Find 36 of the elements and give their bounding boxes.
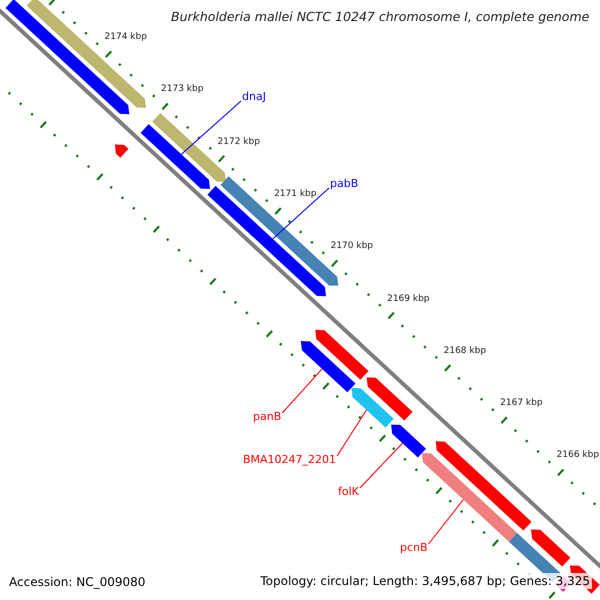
- gene-feature: [315, 330, 368, 380]
- scale-label: 2168 kbp: [444, 346, 486, 356]
- leader-line: [428, 499, 464, 544]
- gene-label: panB: [253, 410, 282, 423]
- scale-label: 2166 kbp: [556, 450, 600, 460]
- leader-line: [180, 100, 242, 155]
- gene-feature: [422, 453, 517, 542]
- leader-line: [359, 442, 403, 488]
- gene-feature: [300, 341, 356, 392]
- genome-stats: Topology: circular; Length: 3,495,687 bp; Genes: 3,325: [258, 573, 592, 589]
- gene-feature: [436, 441, 532, 530]
- gene-label: pcnB: [400, 541, 428, 554]
- gene-label: BMA10247_2201: [243, 453, 336, 466]
- gene-feature: [366, 377, 412, 420]
- scale-label: 2171 kbp: [274, 189, 316, 200]
- gene-label: dnaJ: [242, 90, 266, 103]
- scale-label: 2170 kbp: [330, 241, 373, 252]
- gene-label: pabB: [330, 177, 358, 190]
- scale-label: 2173 kbp: [161, 84, 204, 94]
- leader-line: [336, 409, 367, 456]
- scale-label: 2174 kbp: [104, 32, 147, 42]
- gene-feature: [391, 424, 426, 458]
- leader-line: [272, 188, 330, 240]
- scale-label: 2172 kbp: [218, 136, 260, 147]
- gene-feature: [207, 186, 326, 296]
- scale-label: 2169 kbp: [387, 294, 430, 304]
- leader-line: [282, 368, 323, 414]
- gene-feature: [140, 124, 210, 189]
- gene-label: folK: [338, 485, 359, 498]
- scale-label: 2167 kbp: [500, 398, 543, 408]
- gene-feature: [114, 144, 128, 158]
- accession-note: Accession: NC_009080: [9, 575, 146, 589]
- gene-feature: [352, 388, 394, 428]
- gene-feature: [26, 0, 146, 108]
- gene-feature: [6, 0, 130, 114]
- gene-feature: [531, 530, 570, 566]
